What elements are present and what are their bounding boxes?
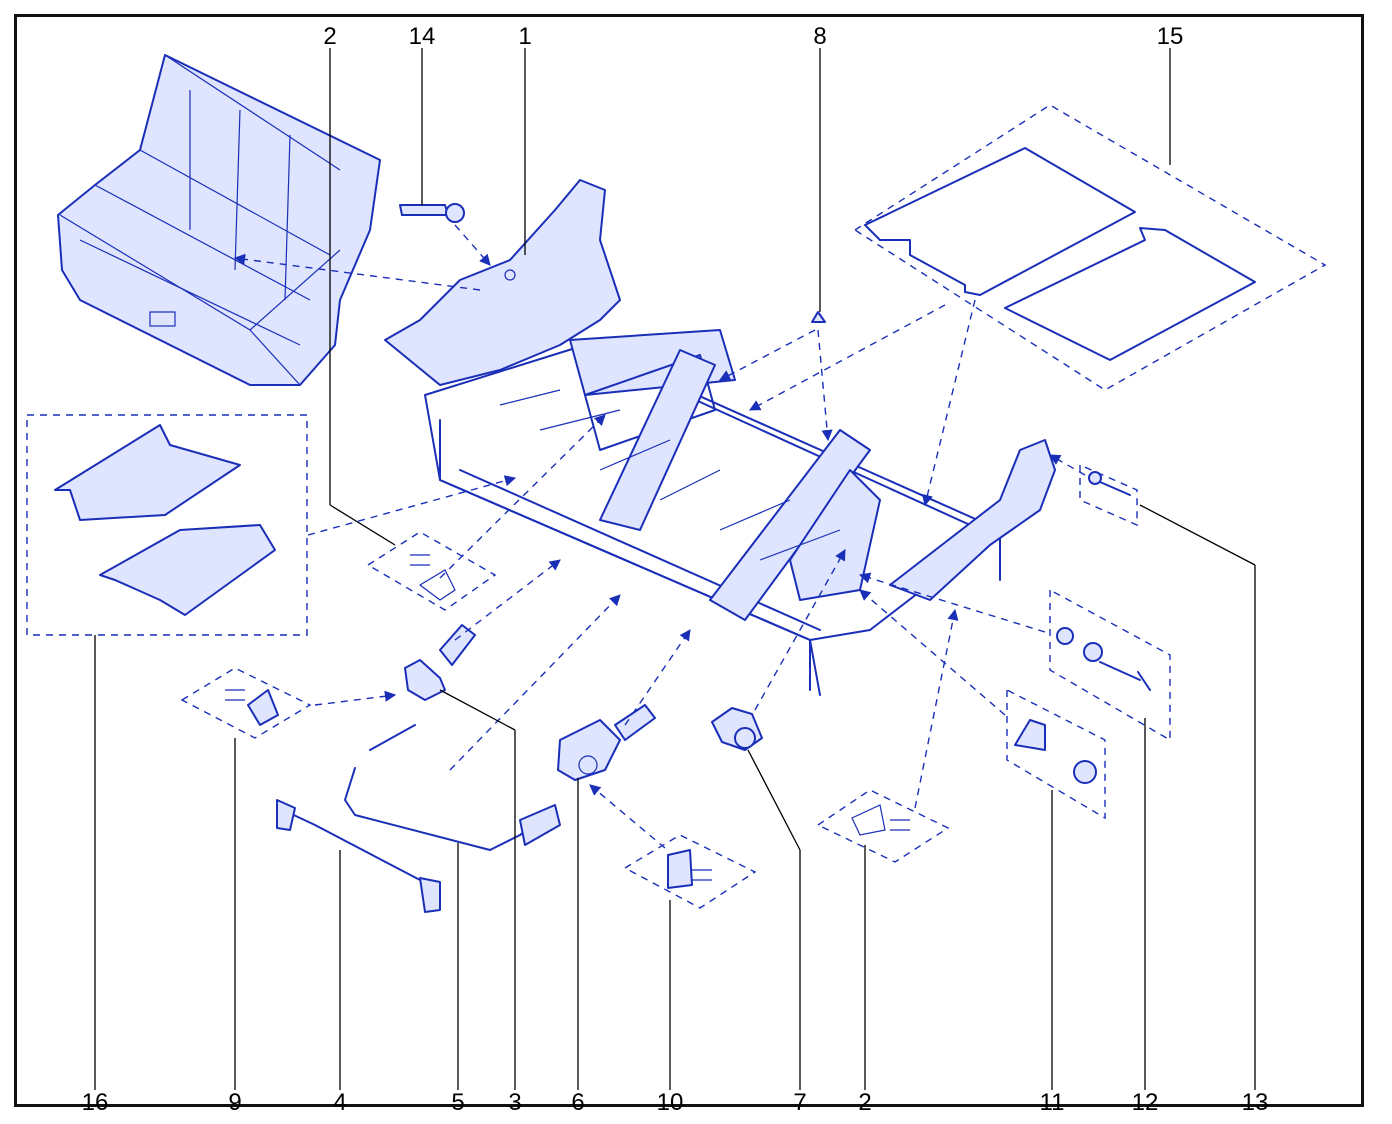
fastener-kit-9 [180, 667, 312, 739]
rod-4 [276, 799, 441, 913]
callout-15: 15 [1157, 23, 1184, 50]
fastener-kit-10 [623, 834, 757, 909]
seat-frame [384, 179, 1056, 696]
callout-2-top: 2 [323, 23, 336, 50]
fastener-kit-12 [1049, 588, 1171, 742]
callout-4: 4 [333, 1089, 346, 1116]
callout-11: 11 [1040, 1089, 1065, 1116]
fastener-kit-13 [1079, 463, 1138, 527]
callout-13: 13 [1242, 1089, 1269, 1116]
callout-9: 9 [228, 1089, 241, 1116]
assembly-arrows [233, 224, 1086, 849]
callout-labels: 2 14 1 8 15 16 9 4 5 3 6 10 7 2 11 12 13 [82, 23, 1269, 1116]
fastener-kit-2-upper [366, 531, 497, 611]
leader-lines [94, 48, 1256, 1090]
pivot-7 [711, 707, 763, 751]
callout-7: 7 [793, 1089, 806, 1116]
hinge-3 [404, 624, 476, 701]
diagram-frame [14, 14, 1364, 1107]
callout-8: 8 [813, 23, 826, 50]
lever-14 [399, 203, 465, 223]
callout-5: 5 [451, 1089, 464, 1116]
cable-5 [344, 724, 561, 851]
fastener-kit-2-lower [816, 789, 950, 863]
hinge-6 [557, 704, 656, 781]
callout-14: 14 [409, 23, 436, 50]
callout-12: 12 [1132, 1089, 1159, 1116]
fastener-kit-11 [1006, 688, 1106, 820]
bench-seat-assembly [57, 54, 381, 386]
floor-panels [853, 104, 1327, 391]
callout-3: 3 [508, 1089, 521, 1116]
callout-2-bottom: 2 [858, 1089, 871, 1116]
bracket-set-16 [26, 414, 308, 636]
callout-1: 1 [518, 23, 531, 50]
callout-10: 10 [657, 1089, 684, 1116]
callout-6: 6 [571, 1089, 584, 1116]
callout-16: 16 [82, 1089, 109, 1116]
knob-8 [811, 311, 826, 323]
